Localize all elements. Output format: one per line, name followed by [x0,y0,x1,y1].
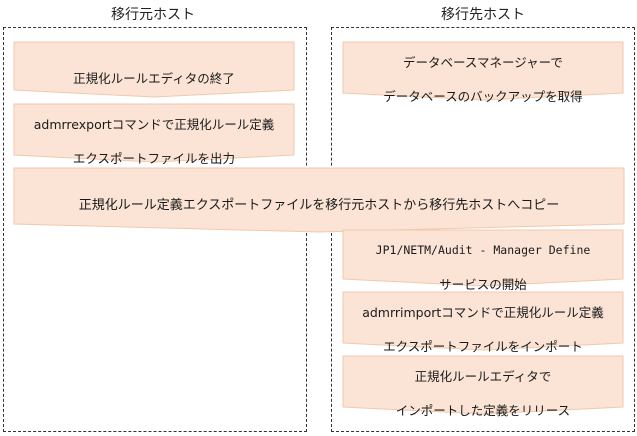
step-copy-export-file: 正規化ルール定義エクスポートファイルを移行元ホストから移行先ホストへコピー [13,167,625,233]
step-shape [13,167,625,233]
step-shape [342,41,624,101]
step-shape [13,41,295,98]
step-text-line1: JP1/NETM/Audit - Manager Define [375,242,591,257]
step-text-line2: データベースのバックアップを取得 [383,89,583,104]
step-shape [342,229,624,287]
step-exit-rule-editor: 正規化ルールエディタの終了 [13,41,295,98]
step-admrrexport: admrrexportコマンドで正規化ルール定義 エクスポートファイルを出力 [13,103,295,166]
step-arrow-shape [342,41,624,101]
step-text-line1: admrrexportコマンドで正規化ルール定義 [33,117,275,132]
step-database-backup: データベースマネージャーで データベースのバックアップを取得 [342,41,624,104]
step-arrow-shape [342,355,624,415]
step-text-line2: インポートした定義をリリース [395,403,571,418]
step-text-line1: admrrimportコマンドで正規化ルール定義 [362,305,604,320]
step-start-manager-define-service: JP1/NETM/Audit - Manager Define サービスの開始 [342,229,624,292]
target-host-title: 移行先ホスト [441,7,525,23]
step-text-line2: エクスポートファイルを出力 [72,151,236,166]
step-text-line2: サービスの開始 [439,276,527,292]
step-text: 正規化ルール定義エクスポートファイルを移行元ホストから移行先ホストへコピー [78,198,560,213]
step-shape [342,291,624,351]
step-arrow-shape [13,167,625,233]
step-arrow-shape [13,103,295,163]
step-arrow-shape [342,291,624,351]
step-admrrimport: admrrimportコマンドで正規化ルール定義 エクスポートファイルをインポー… [342,291,624,354]
step-arrow-shape [13,41,295,98]
step-shape [13,103,295,163]
step-shape [342,355,624,415]
step-release-imported-definitions: 正規化ルールエディタで インポートした定義をリリース [342,355,624,418]
step-text: 正規化ルールエディタの終了 [73,70,235,86]
step-arrow-shape [342,229,624,287]
step-text-line1: データベースマネージャーで [403,55,563,70]
step-text-line1: 正規化ルールエディタで [414,369,552,384]
step-text-line2: エクスポートファイルをインポート [383,339,583,354]
source-host-title: 移行元ホスト [111,7,195,23]
